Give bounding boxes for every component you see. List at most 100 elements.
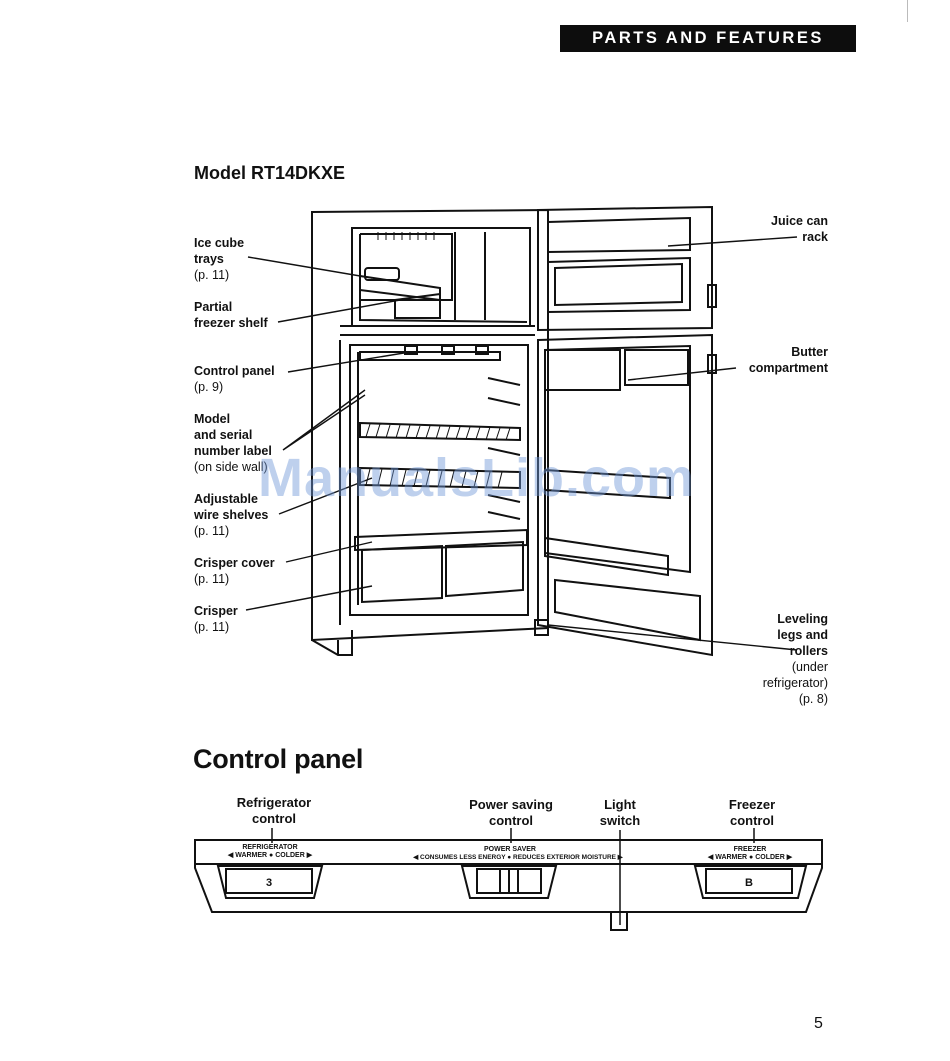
freezer-door-hinge: [707, 284, 717, 308]
page-ref: (p. 9): [194, 380, 224, 394]
crisper-drawer-right: [445, 540, 524, 598]
fresh-door-hinge: [707, 354, 717, 374]
callout-note: (on side wall): [194, 460, 268, 474]
callout-adjustable-wire-shelves: Adjustable wire shelves (p. 11): [194, 491, 268, 539]
callout-text: number label: [194, 444, 272, 458]
callout-crisper: Crisper (p. 11): [194, 603, 238, 635]
callout-text: compartment: [748, 361, 828, 375]
refrigerator-dial[interactable]: [225, 868, 313, 894]
callout-text: Crisper cover: [194, 556, 275, 570]
callout-text: Partial: [194, 300, 233, 314]
refrigerator-scale-text: ◀ WARMER ● COLDER ▶: [227, 852, 313, 859]
leader-crisper: [245, 585, 373, 611]
freezer-dial-housing: [693, 865, 808, 899]
callout-control-panel: Control panel (p. 9): [194, 363, 275, 395]
page-number: 5: [814, 1015, 823, 1032]
control-knob-2: [441, 345, 455, 355]
leader-partial-freezer-shelf: [277, 299, 401, 323]
label-text: switch: [599, 813, 641, 828]
section-header-tab: PARTS AND FEATURES: [560, 25, 856, 52]
leader-leveling-legs: [547, 624, 798, 651]
control-knob-3: [475, 345, 489, 355]
watermark: ManualsLib.com: [258, 448, 696, 508]
power-saver-heading-text: POWER SAVER: [484, 846, 536, 853]
callout-note: (under: [791, 660, 828, 674]
leader-model-label: [282, 389, 366, 451]
leveling-leg: [534, 619, 549, 636]
callout-text: trays: [194, 252, 224, 266]
butter-compartment: [544, 349, 621, 391]
callout-text: Model: [194, 412, 231, 426]
crisper-drawer-left: [361, 544, 443, 604]
callout-note: refrigerator): [762, 676, 828, 690]
page-ref: (p. 11): [194, 268, 230, 282]
juice-can-rack: [547, 216, 691, 254]
callout-text: Juice can: [771, 214, 828, 228]
page-edge-rule: [907, 0, 908, 22]
callout-text: legs and: [777, 628, 828, 642]
partial-freezer-shelf: [394, 292, 441, 319]
label-light-switch: Light switch: [580, 797, 660, 829]
refrigerator-dial-housing: [216, 865, 324, 899]
control-panel-heading: Control panel: [193, 744, 364, 774]
callout-leader-lines: [245, 236, 798, 651]
label-text: Light: [604, 797, 636, 812]
page-ref: (p. 11): [194, 524, 230, 538]
freezer-door: [537, 205, 713, 332]
callout-text: wire shelves: [194, 508, 269, 522]
callout-text: and serial: [194, 428, 253, 442]
leader-juice-can-rack: [667, 236, 798, 247]
label-text: control: [488, 813, 534, 828]
leader-ice-cube-trays: [247, 256, 373, 279]
fresh-food-compartment: [349, 344, 529, 616]
callout-partial-freezer-shelf: Partial freezer shelf: [194, 299, 268, 331]
callout-text: freezer shelf: [194, 316, 268, 330]
callout-text: rollers: [789, 644, 828, 658]
callout-leveling-legs: Leveling legs and rollers (under refrige…: [763, 611, 828, 707]
power-saver-housing: [460, 865, 558, 899]
label-freezer-control: Freezer control: [712, 797, 792, 829]
freezer-dial-value: B: [745, 877, 753, 889]
callout-butter-compartment: Butter compartment: [749, 344, 828, 376]
page-ref: (p. 11): [194, 572, 230, 586]
model-title: Model RT14DKXE: [194, 163, 346, 183]
callout-juice-can-rack: Juice can rack: [771, 213, 828, 245]
door-bin-lower: [544, 536, 669, 577]
callout-model-serial-label: Model and serial number label (on side w…: [194, 411, 272, 475]
freezer-heading-text: FREEZER: [734, 846, 767, 853]
wire-shelf-upper: [359, 421, 521, 442]
label-text: control: [729, 813, 775, 828]
label-text: control: [251, 811, 297, 826]
callout-text: Adjustable: [194, 492, 258, 506]
callout-ice-cube-trays: Ice cube trays (p. 11): [194, 235, 244, 283]
leader-control-panel: [287, 351, 411, 373]
callout-text: Leveling: [777, 612, 828, 626]
fresh-food-door: [537, 333, 713, 657]
callout-crisper-cover: Crisper cover (p. 11): [194, 555, 275, 587]
control-knob-1: [404, 345, 418, 355]
callout-text: Ice cube: [194, 236, 245, 250]
leader-wire-shelves: [278, 477, 373, 515]
refrigerator-heading-text: REFRIGERATOR: [242, 844, 297, 851]
label-refrigerator-control: Refrigerator control: [224, 795, 324, 827]
page-ref: (p. 11): [194, 620, 230, 634]
page-ref: (p. 8): [798, 692, 828, 706]
power-saver-scale-text: ◀ CONSUMES LESS ENERGY ● REDUCES EXTERIO…: [412, 854, 624, 861]
callout-text: Crisper: [194, 604, 238, 618]
freezer-dial[interactable]: [705, 868, 793, 894]
leader-butter-compartment: [627, 367, 737, 381]
light-switch-plunger[interactable]: [610, 911, 628, 931]
label-text: Refrigerator: [236, 795, 312, 810]
leader-crisper-cover: [285, 541, 373, 563]
label-text: Freezer: [728, 797, 776, 812]
door-bin-middle: [544, 468, 671, 500]
label-power-saving-control: Power saving control: [456, 797, 566, 829]
ice-cube-tray-handle: [364, 267, 400, 281]
wire-shelf-lower: [359, 466, 521, 490]
freezer-scale-text: ◀ WARMER ● COLDER ▶: [707, 854, 793, 861]
control-panel-body: [194, 839, 823, 913]
label-text: Power saving: [469, 797, 553, 812]
callout-text: Control panel: [194, 364, 275, 378]
